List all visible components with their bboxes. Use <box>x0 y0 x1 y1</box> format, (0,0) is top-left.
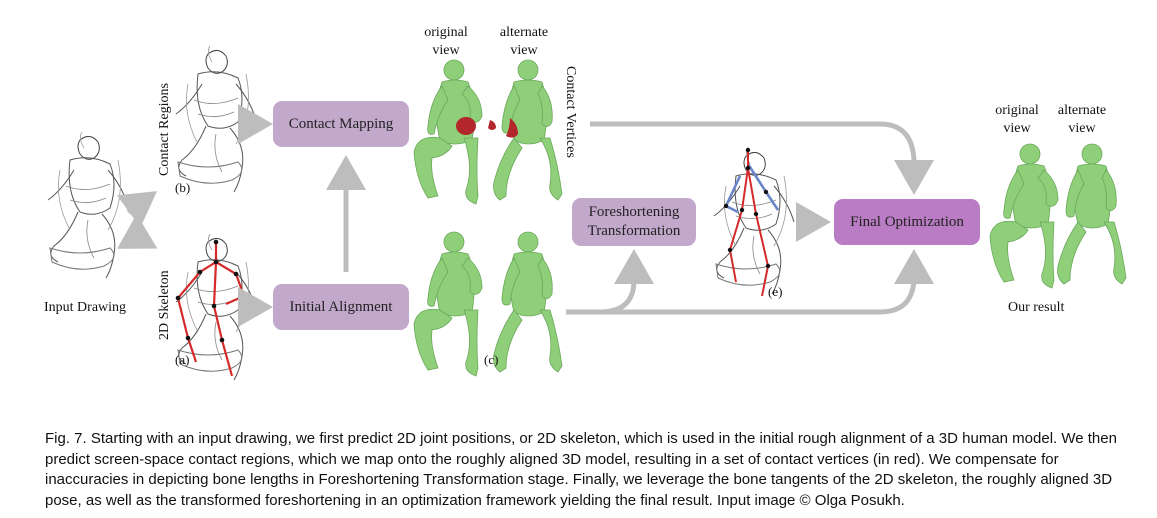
pipeline-graphics <box>47 45 1127 381</box>
input-drawing-label: Input Drawing <box>44 300 127 315</box>
arrow-alignment-to-foreshortening <box>566 249 654 315</box>
input-drawing-sketch <box>47 131 129 279</box>
arrow-input-to-contact-regions <box>116 191 158 228</box>
figure-caption: Fig. 7. Starting with an input drawing, … <box>45 429 1125 511</box>
tag-a: (a) <box>175 352 190 367</box>
original-view-label-top: original view <box>424 25 468 58</box>
contact-regions-label: Contact Regions <box>157 83 172 176</box>
arrow-alignment-to-final <box>566 249 934 315</box>
alternate-view-label-result: alternate view <box>1057 103 1107 136</box>
contact-regions-sketch <box>175 45 257 193</box>
contact-vertices-models <box>413 59 563 205</box>
skeleton-2d-label: 2D Skeleton <box>157 270 172 340</box>
alternate-view-label-top: alternate view <box>499 25 549 58</box>
final-optimization-box: Final Optimization <box>834 199 980 245</box>
our-result-label: Our result <box>1008 300 1065 315</box>
contact-vertices-label: Contact Vertices <box>563 66 578 158</box>
tag-c: (c) <box>484 352 499 367</box>
original-view-label-result: original view <box>995 103 1039 136</box>
initial-alignment-box: Initial Alignment <box>273 284 409 330</box>
foreshortening-transformation-box: Foreshortening Transformation <box>572 198 696 246</box>
skeleton-sketch <box>175 233 257 381</box>
tag-b: (b) <box>175 180 191 195</box>
tag-e: (e) <box>768 284 783 299</box>
foreshortening-sketch <box>713 147 795 297</box>
caption-label: Fig. 7. <box>45 430 87 447</box>
caption-text: Starting with an input drawing, we first… <box>45 430 1117 509</box>
contact-mapping-box: Contact Mapping <box>273 101 409 147</box>
result-models <box>989 143 1127 289</box>
arrow-contact-to-final <box>590 121 934 195</box>
arrow-input-to-skeleton <box>117 213 158 249</box>
pipeline-figure: Input Drawing Contact Regions 2D Skeleto… <box>44 25 1127 381</box>
